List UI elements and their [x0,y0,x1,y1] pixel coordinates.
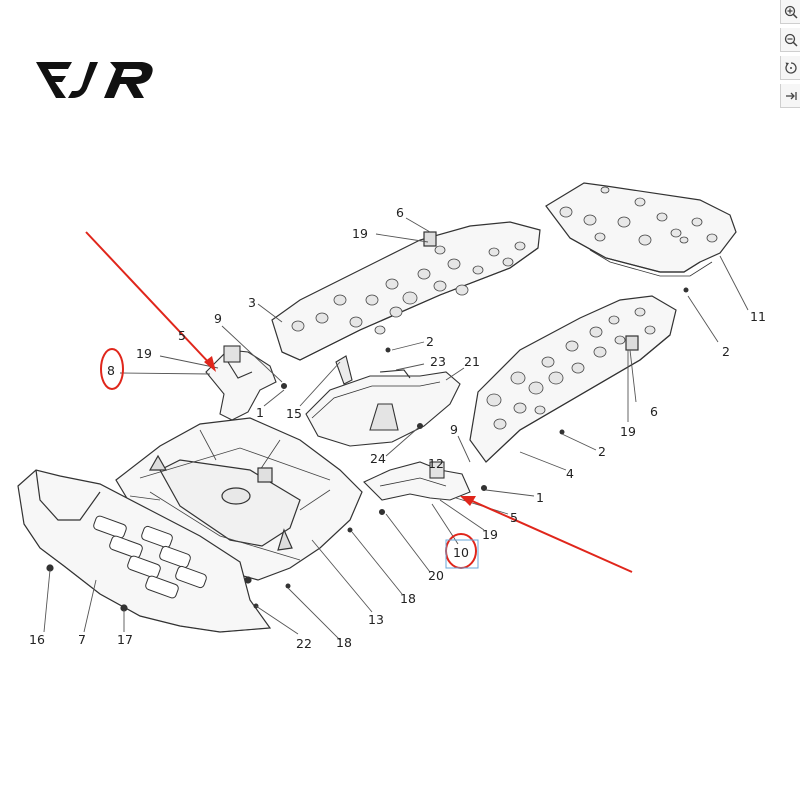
callout-4: 4 [566,466,574,481]
callout-1-right: 1 [536,490,544,505]
callout-20: 20 [428,568,444,583]
fasteners [253,287,689,609]
brand-logo [32,56,164,104]
fjr-logo-icon [36,62,153,98]
callout-8: 8 [107,363,115,378]
selection-box [445,539,479,569]
rotate-icon [784,61,797,74]
callout-19-right-lower: 19 [482,527,498,542]
part-7-front-shield [17,469,272,633]
collapse-panel-button[interactable] [780,84,800,108]
callout-21: 21 [464,354,480,369]
callout-3: 3 [248,295,256,310]
callout-7: 7 [78,632,86,647]
callout-18-lower: 18 [336,635,352,650]
part-8-bracket [205,345,288,421]
callout-18-upper: 18 [400,591,416,606]
zoom-in-button[interactable] [780,0,800,24]
callout-19-left: 19 [136,346,152,361]
callout-9-right: 9 [450,422,458,437]
zoom-in-icon [784,5,798,19]
callout-6-top: 6 [396,205,404,220]
callout-2-upper: 2 [426,334,434,349]
callout-17: 17 [117,632,133,647]
callout-5-left: 5 [178,328,186,343]
callout-5-right: 5 [510,510,518,525]
highlight-annotations [85,231,633,573]
callout-16: 16 [29,632,45,647]
part-12-bracket [363,461,488,516]
zoom-out-icon [784,33,798,47]
part-13-floor-shield [115,417,363,581]
callout-12: 12 [428,456,444,471]
part-11-rear-shield [545,182,737,277]
part-4-side-shield [469,295,677,463]
zoom-out-button[interactable] [780,28,800,52]
callout-24: 24 [370,451,386,466]
callout-19-right: 19 [620,424,636,439]
callout-11: 11 [750,309,766,324]
callout-23: 23 [430,354,446,369]
callout-22: 22 [296,636,312,651]
callout-labels: 6 19 3 2 11 2 9 5 19 8 1 23 21 15 24 6 1… [29,205,766,651]
part-21-center-shield [305,355,461,447]
callout-9-left: 9 [214,311,222,326]
callout-1-left: 1 [256,405,264,420]
viewer-toolbar [780,0,800,112]
callout-2-lower: 2 [598,444,606,459]
callout-15: 15 [286,406,302,421]
callout-13: 13 [368,612,384,627]
callout-19-top: 19 [352,226,368,241]
rotate-button[interactable] [780,56,800,80]
arrow-right-bar-icon [785,91,797,100]
callout-10: 10 [453,545,469,560]
callout-6-right: 6 [650,404,658,419]
circle-label-8 [100,348,124,390]
part-3-side-shield [271,221,541,361]
callout-2-right: 2 [722,344,730,359]
